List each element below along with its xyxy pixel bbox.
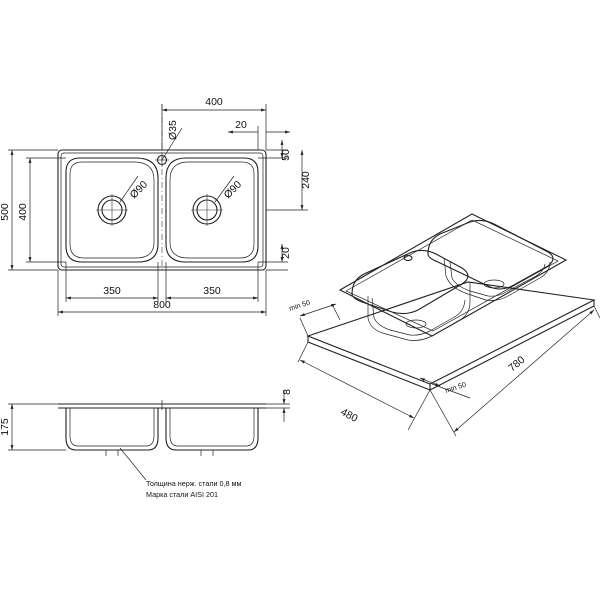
dim-480-label: 480 bbox=[339, 406, 360, 425]
top-view: 400 Ø35 20 50 240 20 500 400 Ø90 Ø bbox=[0, 96, 312, 316]
iso-bowl-back bbox=[427, 219, 554, 290]
dim-175-label: 175 bbox=[0, 418, 11, 436]
right-drain bbox=[191, 194, 223, 226]
dim-drain-left-label: Ø90 bbox=[128, 178, 151, 201]
countertop-side bbox=[307, 336, 431, 391]
iso-sink-rim bbox=[338, 213, 568, 337]
dim-diameter-35-label: Ø35 bbox=[167, 120, 179, 140]
dim-350-left-label: 350 bbox=[103, 285, 121, 297]
dim-50-label: 50 bbox=[280, 149, 292, 161]
left-drain bbox=[96, 194, 128, 226]
left-bowl bbox=[65, 157, 159, 263]
dim-20-right-label: 20 bbox=[235, 119, 247, 131]
left-bowl-inner bbox=[69, 161, 155, 259]
side-right-bowl bbox=[165, 408, 259, 451]
dim-350-right-label: 350 bbox=[203, 285, 221, 297]
side-left-bowl bbox=[65, 408, 159, 451]
countertop-top bbox=[306, 281, 596, 385]
material-note-line2: Марка стали AISI 201 bbox=[146, 490, 218, 499]
dim-drain-right-label: Ø90 bbox=[222, 178, 245, 201]
dim-min50-left-label: min 50 bbox=[288, 298, 311, 313]
iso-view: min 50 min 50 480 780 bbox=[288, 213, 600, 437]
dim-500-label: 500 bbox=[0, 203, 11, 221]
dim-400-vertical-label: 400 bbox=[17, 203, 29, 221]
right-bowl-inner bbox=[169, 161, 255, 259]
dim-800-label: 800 bbox=[153, 299, 171, 311]
dim-240-label: 240 bbox=[300, 171, 312, 189]
right-bowl bbox=[165, 157, 259, 263]
dim-20-bottom-label: 20 bbox=[280, 247, 292, 259]
dim-400-label: 400 bbox=[205, 96, 223, 108]
material-note-line1: Толщина нерж. стали 0,8 мм bbox=[146, 479, 241, 488]
dim-8-label: 8 bbox=[281, 389, 293, 395]
side-view: 175 8 Толщина нерж. стали 0,8 мм Марка с… bbox=[0, 389, 293, 499]
